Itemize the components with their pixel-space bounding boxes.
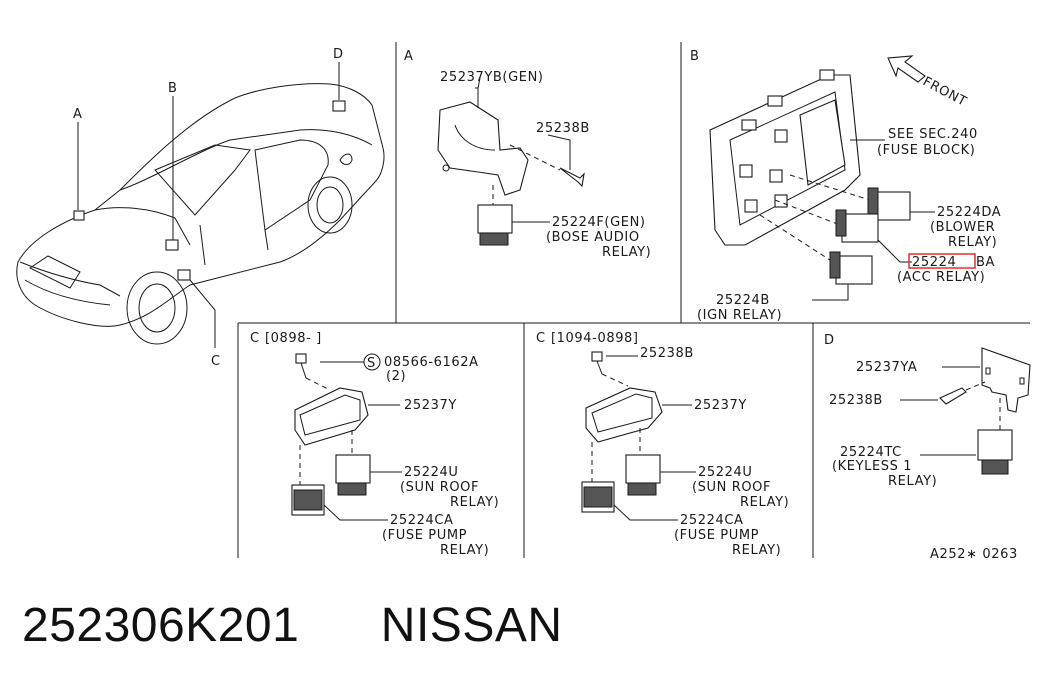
callout-a: A: [73, 107, 82, 122]
car-overview: [16, 62, 385, 348]
part-number: 252306K201: [22, 599, 300, 652]
brand-name: NISSAN: [380, 599, 563, 652]
section-c1-label: C: [250, 331, 259, 346]
section-c1-sunroof-desc-2: RELAY): [450, 495, 499, 510]
section-a-bolt-code: 25238B: [536, 121, 590, 136]
section-c2-bracket-code: 25237Y: [694, 398, 747, 413]
section-d-label: D: [824, 333, 834, 348]
section-c1-fuel-code: 25224CA: [390, 513, 454, 528]
section-d-bolt-code: 25238B: [829, 393, 883, 408]
section-c2-fuel-desc-2: RELAY): [732, 543, 781, 558]
section-c1-screw-qty: (2): [386, 369, 406, 384]
panel-frames: [237, 42, 1030, 558]
section-d-relay-code: 25224TC: [840, 445, 902, 460]
section-c2-sunroof-desc: (SUN ROOF: [692, 480, 771, 495]
front-arrow: [887, 55, 926, 83]
section-d-parts: [900, 347, 1031, 475]
section-a-parts: [437, 77, 585, 246]
section-a-bracket-code: 25237YB(GEN): [440, 70, 544, 85]
acc-relay-label: (ACC RELAY): [897, 270, 985, 285]
section-d-relay-desc-2: RELAY): [888, 474, 937, 489]
section-a-relay-desc: (BOSE AUDIO: [546, 230, 640, 245]
section-c1-fuel-desc-2: RELAY): [440, 543, 489, 558]
section-c2-parts: [581, 351, 696, 521]
ign-relay-label: (IGN RELAY): [697, 308, 782, 323]
blower-relay-desc: (BLOWER: [930, 220, 995, 235]
blower-relay-code: 25224DA: [937, 205, 1001, 220]
section-c1-fuel-desc: (FUSE PUMP: [382, 528, 467, 543]
section-c2-fuel-desc: (FUSE PUMP: [674, 528, 759, 543]
section-c1-screw-mark: S: [367, 356, 376, 371]
part-number-footer: 252306K201 NISSAN: [22, 598, 563, 653]
section-d-relay-desc: (KEYLESS 1: [832, 459, 912, 474]
acc-relay-highlight: [908, 253, 976, 269]
ign-relay-code: 25224B: [716, 293, 770, 308]
section-c2-sunroof-code: 25224U: [698, 465, 752, 480]
section-b-label: B: [690, 49, 699, 64]
section-a-label: A: [404, 49, 413, 64]
section-c2-range: [1094-0898]: [551, 331, 639, 346]
section-c2-fuel-code: 25224CA: [680, 513, 744, 528]
section-c1-parts: [291, 353, 402, 521]
front-label: FRONT: [920, 74, 969, 110]
section-c1-screw-code: 08566-6162A: [384, 355, 479, 370]
diagram-reference: A252∗ 0263: [930, 547, 1018, 562]
section-b-relays: [759, 174, 935, 301]
fuse-block: [709, 69, 885, 246]
callout-c: C: [211, 354, 220, 369]
blower-relay-desc-2: RELAY): [948, 235, 997, 250]
section-d-bracket-code: 25237YA: [856, 360, 917, 375]
callout-d: D: [333, 47, 343, 62]
section-c2-label: C: [536, 331, 545, 346]
callout-b: B: [168, 81, 177, 96]
section-a-relay-desc-2: RELAY): [602, 245, 651, 260]
acc-relay-suffix: BA: [976, 255, 995, 270]
acc-relay-code: 25224: [912, 255, 956, 270]
section-c1-sunroof-code: 25224U: [404, 465, 458, 480]
section-c1-range: [0898- ]: [265, 331, 322, 346]
fuse-block-label: (FUSE BLOCK): [877, 143, 975, 158]
section-a-relay-code: 25224F(GEN): [552, 215, 646, 230]
section-c2-bolt-code: 25238B: [640, 346, 694, 361]
section-c1-sunroof-desc: (SUN ROOF: [400, 480, 479, 495]
fuse-block-ref: SEE SEC.240: [888, 127, 978, 142]
section-c1-bracket-code: 25237Y: [404, 398, 457, 413]
section-c2-sunroof-desc-2: RELAY): [740, 495, 789, 510]
